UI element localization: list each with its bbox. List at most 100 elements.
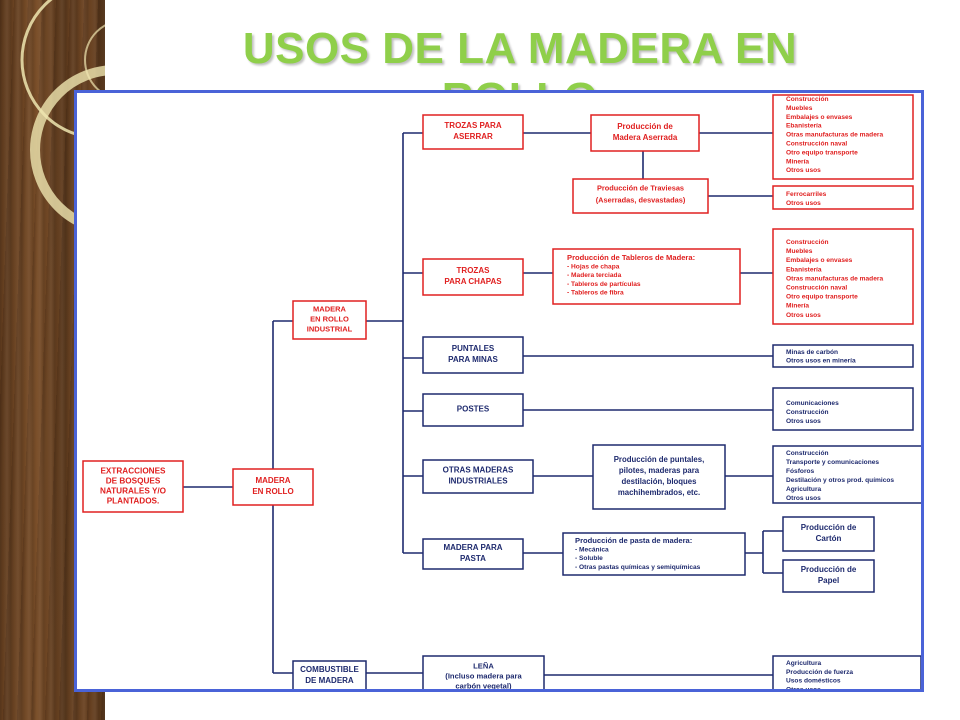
trozas-aserrar-node-box bbox=[422, 114, 524, 150]
uses-lena-list-text: Producción de fuerza bbox=[786, 669, 853, 676]
madera-industrial-node-text: INDUSTRIAL bbox=[307, 325, 353, 334]
uses-postes-list-box bbox=[772, 387, 914, 431]
uses-lena-list-text: Otros usos bbox=[786, 686, 821, 689]
extracciones-node-text: EXTRACCIONES bbox=[100, 467, 166, 476]
extracciones-node-text: PLANTADOS. bbox=[107, 497, 160, 506]
combustible-node-text: COMBUSTIBLE bbox=[300, 665, 359, 674]
uses-puntales-list-text: Otros usos en minería bbox=[786, 358, 856, 365]
prod-carton-node-text: Producción de bbox=[801, 523, 857, 532]
uses-postes-list-text: Otros usos bbox=[786, 418, 821, 425]
uses-otras-list-text: Agricultura bbox=[786, 486, 822, 493]
uses-postes-list-text: Construcción bbox=[786, 409, 829, 416]
uses-tableros-list-text: Minería bbox=[786, 303, 809, 310]
prod-pasta-node-text: - Soluble bbox=[575, 555, 603, 562]
prod-pasta-node-box bbox=[562, 532, 746, 576]
uses-otras-list-text: Transporte y comunicaciones bbox=[786, 459, 879, 466]
uses-tableros-list-text: Construcción naval bbox=[786, 285, 847, 292]
madera-industrial-node-text: MADERA bbox=[313, 305, 346, 314]
prod-tableros-node-text: - Tableros de partículas bbox=[567, 281, 641, 288]
prod-puntales-node-text: Producción de puntales, bbox=[614, 455, 705, 464]
prod-aserrada-node-text: Producción de bbox=[617, 122, 673, 131]
madera-pasta-node-text: MADERA PARA bbox=[443, 543, 502, 552]
postes-node-box bbox=[422, 393, 524, 427]
prod-puntales-node-text: destilación, bloques bbox=[622, 477, 698, 486]
prod-tableros-node-text: Producción de Tableros de Madera: bbox=[567, 253, 695, 262]
uses-aserrada-list-text: Embalajes o envases bbox=[786, 114, 853, 121]
extracciones-node-text: DE BOSQUES bbox=[106, 477, 161, 486]
otras-maderas-node-text: INDUSTRIALES bbox=[448, 477, 508, 486]
prod-tableros-node-text: - Tableros de fibra bbox=[567, 289, 624, 296]
uses-otras-list-text: Otros usos bbox=[786, 495, 821, 502]
prod-pasta-node-text: - Otras pastas químicas y semiquímicas bbox=[575, 564, 701, 571]
prod-papel-node-text: Papel bbox=[818, 576, 839, 585]
lena-node-text: LEÑA bbox=[473, 662, 494, 671]
prod-tableros-node-text: - Hojas de chapa bbox=[567, 264, 620, 271]
prod-puntales-node-box bbox=[592, 444, 726, 510]
uses-tableros-list-box bbox=[772, 228, 914, 325]
prod-puntales-node-text: machihembrados, etc. bbox=[618, 488, 700, 497]
madera-industrial-node-box bbox=[292, 300, 367, 340]
prod-papel-node-box bbox=[782, 559, 875, 593]
extracciones-node-text: NATURALES Y/O bbox=[100, 487, 167, 496]
uses-lena-list-text: Usos domésticos bbox=[786, 678, 841, 685]
uses-aserrada-list-text: Muebles bbox=[786, 105, 813, 112]
prod-traviesas-node-text: Producción de Traviesas bbox=[597, 183, 684, 192]
prod-traviesas-node-box bbox=[572, 178, 709, 214]
puntales-node-box bbox=[422, 336, 524, 374]
uses-postes-list-text: Comunicaciones bbox=[786, 400, 839, 407]
uses-otras-list-text: Fósforos bbox=[786, 468, 815, 475]
prod-pasta-node-text: Producción de pasta de madera: bbox=[575, 536, 692, 545]
madera-en-rollo-node-box bbox=[232, 468, 314, 506]
prod-tableros-node-box bbox=[552, 248, 741, 305]
extracciones-node-box bbox=[82, 460, 184, 513]
uses-aserrada-list-text: Minería bbox=[786, 158, 809, 165]
uses-aserrada-list-text: Otros usos bbox=[786, 167, 821, 174]
trozas-aserrar-node-text: TROZAS PARA bbox=[444, 121, 501, 130]
uses-aserrada-list-text: Otras manufacturas de madera bbox=[786, 132, 883, 139]
puntales-node-text: PUNTALES bbox=[452, 344, 495, 353]
otras-maderas-node-box bbox=[422, 459, 534, 494]
uses-tableros-list-text: Otros usos bbox=[786, 312, 821, 319]
madera-pasta-node-text: PASTA bbox=[460, 554, 486, 563]
otras-maderas-node-text: OTRAS MADERAS bbox=[443, 466, 514, 475]
uses-lena-list-text: Agricultura bbox=[786, 660, 822, 667]
uses-puntales-list-box bbox=[772, 344, 914, 368]
prod-tableros-node-text: - Madera terciada bbox=[567, 272, 622, 279]
uses-aserrada-list-text: Construcción bbox=[786, 96, 829, 103]
prod-papel-node-text: Producción de bbox=[801, 565, 857, 574]
uses-tableros-list-text: Otro equipo transporte bbox=[786, 294, 858, 301]
prod-traviesas-node-text: (Aserradas, desvastadas) bbox=[596, 195, 686, 204]
uses-otras-list-text: Destilación y otros prod. químicos bbox=[786, 477, 894, 484]
uses-aserrada-list-text: Ebanistería bbox=[786, 123, 822, 130]
trozas-chapas-node-text: TROZAS bbox=[457, 266, 491, 275]
uses-traviesas-list-box bbox=[772, 185, 914, 210]
uses-aserrada-list-text: Construcción naval bbox=[786, 141, 847, 148]
prod-aserrada-node-box bbox=[590, 114, 700, 152]
prod-pasta-node-text: - Mecánica bbox=[575, 547, 609, 554]
lena-node-text: carbón vegetal) bbox=[455, 682, 512, 689]
trozas-chapas-node-box bbox=[422, 258, 524, 296]
madera-industrial-node-text: EN ROLLO bbox=[310, 315, 349, 324]
uses-tableros-list-text: Embalajes o envases bbox=[786, 257, 853, 264]
uses-tableros-list-text: Construcción bbox=[786, 239, 829, 246]
uses-otras-list-text: Construcción bbox=[786, 450, 829, 457]
uses-aserrada-list-text: Otro equipo transporte bbox=[786, 149, 858, 156]
madera-en-rollo-node-text: MADERA bbox=[255, 476, 290, 485]
combustible-node-text: DE MADERA bbox=[305, 676, 354, 685]
uses-traviesas-list-text: Otros usos bbox=[786, 200, 821, 207]
uses-aserrada-list-box bbox=[772, 94, 914, 180]
uses-puntales-list-text: Minas de carbón bbox=[786, 349, 838, 356]
postes-node-text: POSTES bbox=[457, 405, 490, 414]
uses-tableros-list-text: Otras manufacturas de madera bbox=[786, 275, 883, 282]
lena-node-text: (Incluso madera para bbox=[445, 672, 522, 681]
prod-carton-node-box bbox=[782, 516, 875, 552]
trozas-aserrar-node-text: ASERRAR bbox=[453, 132, 493, 141]
puntales-node-text: PARA MINAS bbox=[448, 355, 498, 364]
prod-carton-node-text: Cartón bbox=[816, 534, 842, 543]
prod-aserrada-node-text: Madera Aserrada bbox=[613, 133, 678, 142]
madera-en-rollo-node-text: EN ROLLO bbox=[252, 487, 293, 496]
uses-traviesas-list-text: Ferrocarriles bbox=[786, 191, 827, 198]
uses-tableros-list-text: Ebanistería bbox=[786, 266, 822, 273]
